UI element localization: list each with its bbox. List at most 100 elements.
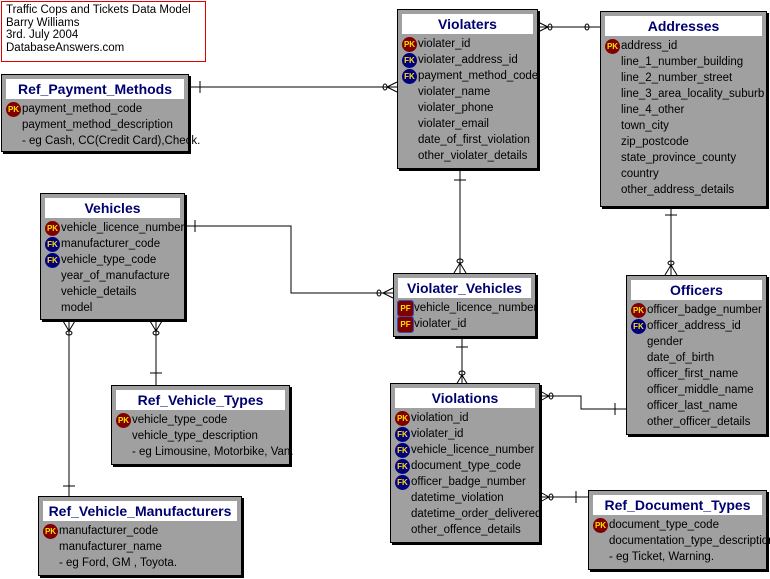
rel-vehicle-types-vehicles [149,320,163,385]
field-row: payment_method_description [6,117,188,133]
no-key-spacer [45,269,60,284]
no-key-spacer [605,167,620,182]
primary-key-icon: PK [45,220,60,236]
field-row: datetime_order_delivered [395,506,541,522]
rel-manufacturers-vehicles [62,320,76,496]
no-key-spacer [43,540,58,555]
field-name: country [621,168,659,180]
note-author: Barry Williams [6,16,80,29]
field-row: documentation_type_description [593,533,770,549]
field-row: line_3_area_locality_suburb [605,86,766,102]
field-name: violater_id [411,428,464,440]
field-name: state_province_county [621,152,737,164]
primary-key-icon: PK [605,38,620,54]
rel-violaters-violater-vehicles [453,170,467,274]
field-row: year_of_manufacture [45,268,184,284]
field-name: vehicle_type_code [61,254,157,266]
field-name: line_4_other [621,104,685,116]
field-name: officer_badge_number [411,476,526,488]
field-name: line_1_number_building [621,56,744,68]
no-key-spacer [605,55,620,70]
entity-title: Violations [395,388,535,408]
primary-foreign-key-icon: PF [397,315,414,333]
field-name: other_offence_details [411,524,521,536]
no-key-spacer [631,351,646,366]
field-row: date_of_first_violation [402,132,537,148]
field-name: officer_last_name [647,400,738,412]
primary-key-icon: PK [43,523,58,539]
no-key-spacer [43,556,58,571]
field-row: officer_middle_name [631,382,766,398]
field-row: other_officer_details [631,414,766,430]
field-name: violater_email [418,118,489,130]
no-key-spacer [605,71,620,86]
field-name: address_id [621,40,678,52]
primary-key-icon: PK [593,517,608,533]
entity-title: Ref_Document_Types [593,495,762,515]
foreign-key-icon: FK [402,68,417,84]
field-name: vehicle_type_code [132,414,228,426]
foreign-key-icon: FK [45,236,60,252]
no-key-spacer [631,367,646,382]
primary-key-icon: PK [402,36,417,52]
no-key-spacer [402,101,417,116]
field-row: line_1_number_building [605,54,766,70]
field-row: zip_postcode [605,134,766,150]
no-key-spacer [45,285,60,300]
field-row: model [45,300,184,316]
field-name: line_2_number_street [621,72,733,84]
entity-title: Addresses [605,16,762,36]
field-name: violater_name [418,86,491,98]
field-name: other_address_details [621,184,735,196]
field-row: town_city [605,118,766,134]
foreign-key-icon: FK [395,442,410,458]
field-name: - eg Ford, GM , Toyota. [59,557,178,569]
no-key-spacer [402,117,417,132]
primary-key-icon: PK [6,101,21,117]
field-name: violater_address_id [418,54,518,66]
note-date: 3rd. July 2004 [6,29,79,41]
field-name: document_type_code [609,519,719,531]
field-name: vehicle_type_description [132,430,258,442]
note-website: DatabaseAnswers.com [6,41,125,54]
no-key-spacer [605,135,620,150]
field-row: line_2_number_street [605,70,766,86]
field-row: line_4_other [605,102,766,118]
field-name: document_type_code [411,460,521,472]
field-row: state_province_county [605,150,766,166]
field-row: officer_first_name [631,366,766,382]
entity-title: Ref_Vehicle_Types [116,390,285,410]
field-name: line_3_area_locality_suburb [621,88,765,100]
field-name: officer_badge_number [647,304,762,316]
field-name: datetime_violation [411,492,504,504]
no-key-spacer [402,133,417,148]
field-name: zip_postcode [621,136,689,148]
field-name: manufacturer_name [59,541,162,553]
no-key-spacer [6,134,21,149]
primary-key-icon: PK [116,412,131,428]
